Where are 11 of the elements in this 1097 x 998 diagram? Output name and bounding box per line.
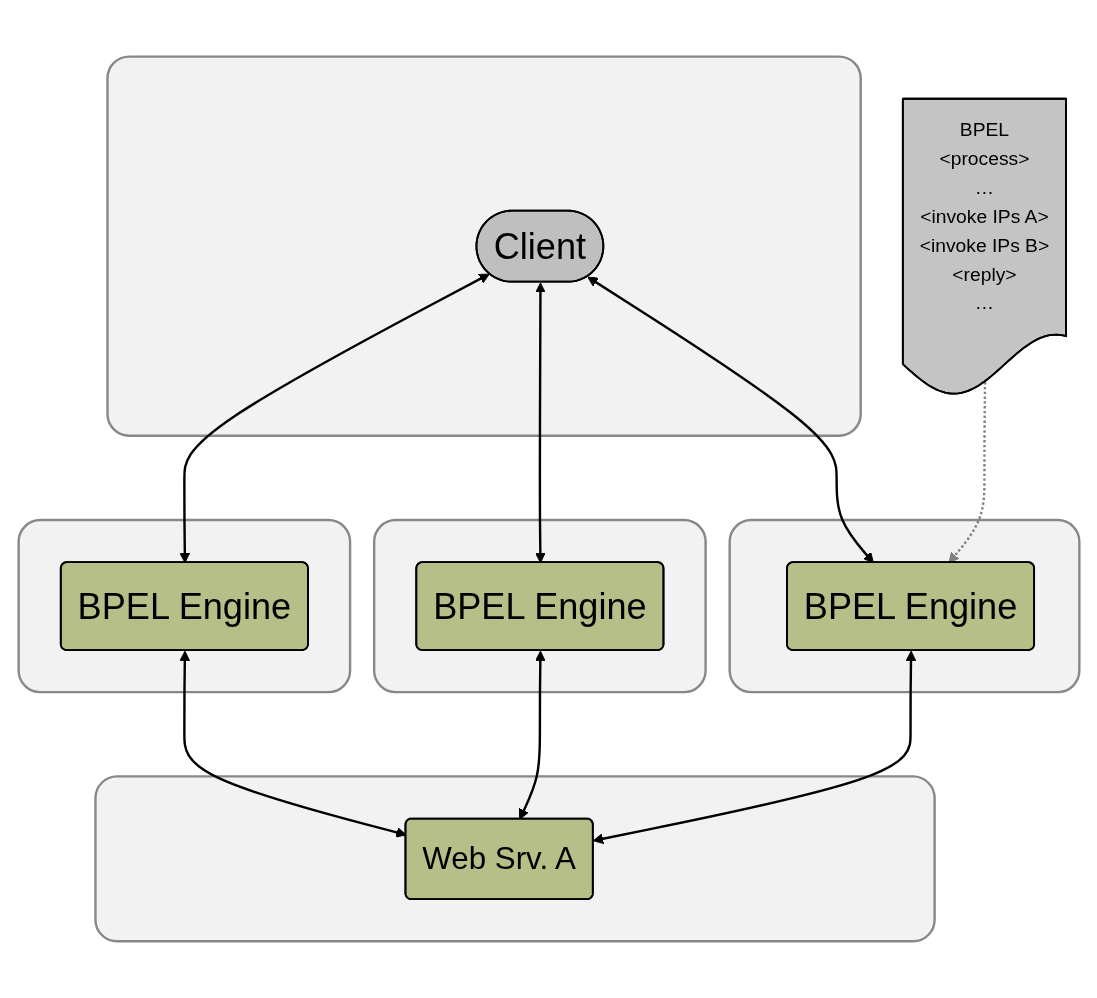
cluster [93,775,936,943]
arrow [534,282,546,564]
cluster [727,518,1081,694]
arrow [518,650,546,820]
cluster [372,518,707,694]
arrow [586,276,874,564]
arrow [179,273,490,564]
arrow [947,382,986,564]
cluster [105,55,862,437]
cluster [16,518,351,694]
arrow [592,650,916,844]
